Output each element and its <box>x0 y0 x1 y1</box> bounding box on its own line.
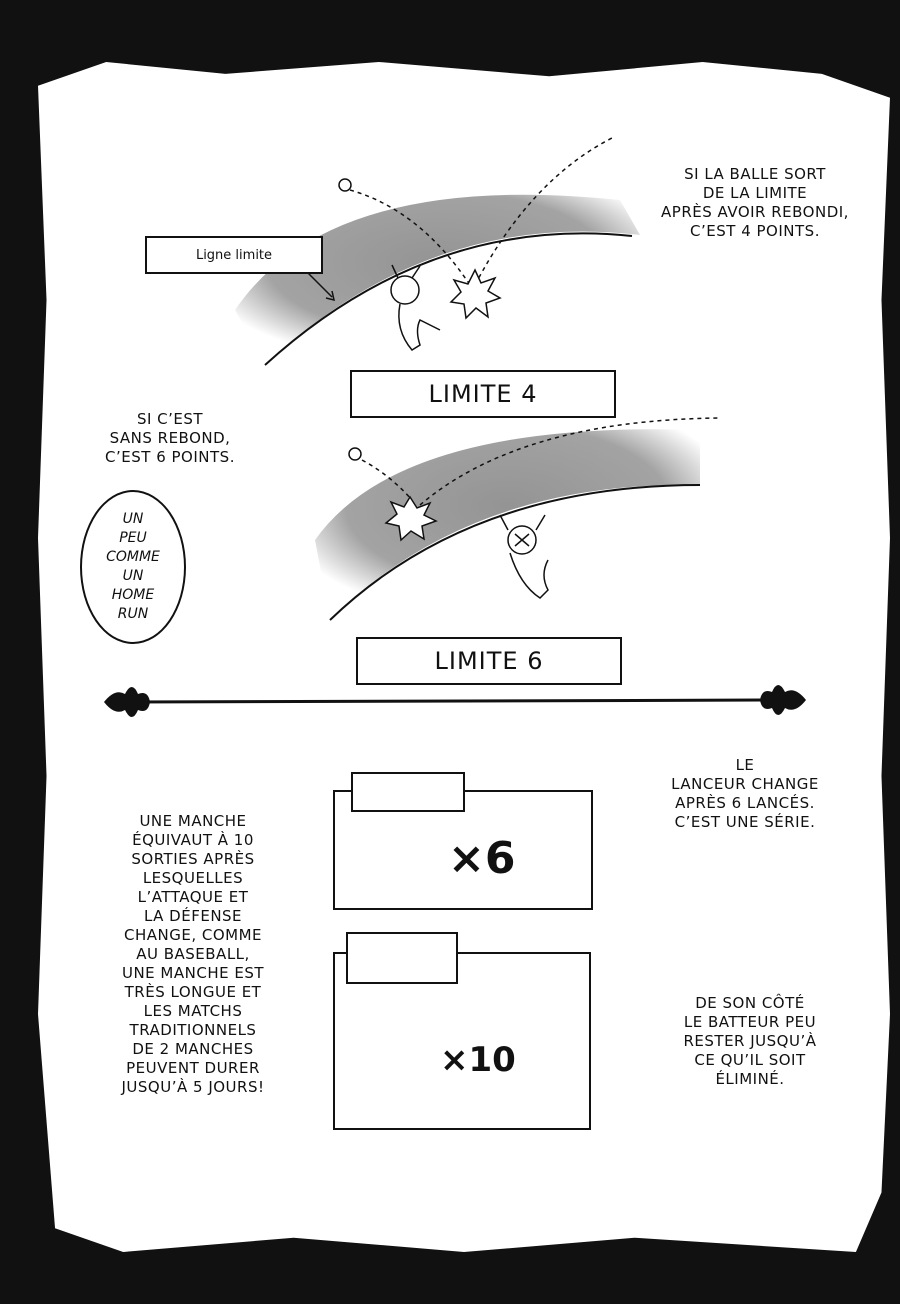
boundary-line-label: Ligne limite <box>145 236 323 274</box>
boundary-four-note: Si la balle sort de la limite après avoi… <box>661 165 849 240</box>
bounce-burst-icon <box>449 268 502 320</box>
field-diagram-limite-6 <box>315 417 721 621</box>
innings-note: Une manche équivaut à 10 sorties après l… <box>121 812 265 1096</box>
fielder-figure-icon <box>499 514 549 599</box>
limite-4-title: LIMITE 4 <box>350 370 616 418</box>
batter-note: De son côté le batteur peu rester jusqu’… <box>683 994 817 1088</box>
limite-6-title: LIMITE 6 <box>356 637 622 685</box>
home-run-bubble: Un peu comme un home run <box>80 490 186 644</box>
ornamental-divider <box>104 685 806 717</box>
field-diagram-limite-4 <box>235 137 640 366</box>
batter-multiplier: ×10 <box>440 1040 516 1080</box>
fielder-figure-icon <box>390 264 441 351</box>
over-card-tab <box>351 772 465 812</box>
fleur-de-lis-icon <box>104 687 150 717</box>
ball-icon <box>338 178 352 192</box>
bowler-change-note: Le lanceur change après 6 lancés. C’est … <box>671 756 819 831</box>
boundary-six-note: Si c’est sans rebond, c’est 6 points. <box>105 410 235 466</box>
ball-multiplier: ×6 <box>448 833 516 884</box>
fleur-de-lis-icon <box>760 685 806 715</box>
innings-card-tab <box>346 932 458 984</box>
